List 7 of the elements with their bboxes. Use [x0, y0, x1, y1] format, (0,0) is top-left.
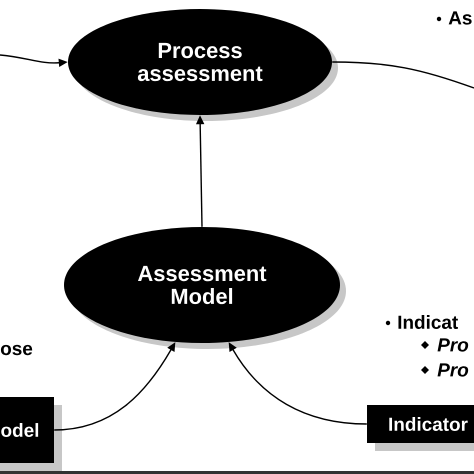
- label: Pro: [438, 363, 468, 377]
- label: As: [448, 11, 472, 25]
- label: Indicat: [398, 315, 458, 329]
- label-box: odel: [0, 397, 62, 471]
- label: Pro: [438, 338, 468, 352]
- label: ose: [0, 344, 32, 356]
- label-box: Indicator: [367, 405, 474, 451]
